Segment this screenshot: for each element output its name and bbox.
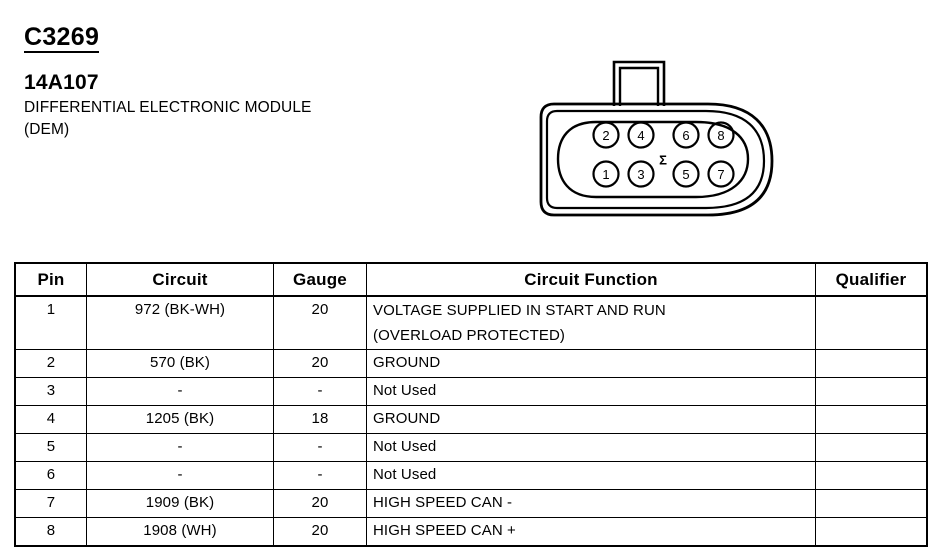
cell-gauge: 20 (273, 349, 367, 378)
cell-circuit: - (86, 433, 274, 462)
cavity-sigma-symbol: Σ (659, 153, 667, 168)
cell-gauge: - (273, 377, 367, 406)
connector-face-diagram: 2 4 6 8 Σ 1 3 5 7 (536, 56, 798, 221)
pin-circle-8: 8 (707, 121, 735, 149)
header-circuit: Circuit (86, 262, 274, 297)
cell-pin: 4 (14, 405, 87, 434)
svg-text:5: 5 (682, 167, 689, 182)
pin-circle-7: 7 (707, 160, 735, 188)
svg-text:6: 6 (682, 128, 689, 143)
cell-function: Not Used (366, 433, 816, 462)
cell-function: GROUND (366, 349, 816, 378)
pin-circle-2: 2 (592, 121, 620, 149)
cell-gauge: 20 (273, 295, 367, 350)
svg-text:3: 3 (637, 167, 644, 182)
cell-function-line-1: Not Used (373, 382, 437, 399)
cell-circuit: 1908 (WH) (86, 517, 274, 547)
cell-function-line-1: GROUND (373, 354, 441, 371)
pin-circle-1: 1 (592, 160, 620, 188)
table-row: 8 1908 (WH) 20 HIGH SPEED CAN + (14, 517, 928, 547)
header-gauge: Gauge (273, 262, 367, 297)
connector-header: C3269 14A107 DIFFERENTIAL ELECTRONIC MOD… (24, 24, 444, 140)
table-row: 4 1205 (BK) 18 GROUND (14, 405, 928, 434)
cell-function-line-1: HIGH SPEED CAN - (373, 494, 513, 511)
cell-gauge: - (273, 461, 367, 490)
cell-function-line-1: Not Used (373, 438, 437, 455)
cell-qualifier (815, 377, 928, 406)
cell-qualifier (815, 489, 928, 518)
cell-function: Not Used (366, 377, 816, 406)
cell-function: GROUND (366, 405, 816, 434)
table-row: 2 570 (BK) 20 GROUND (14, 349, 928, 378)
pin-circle-3: 3 (627, 160, 655, 188)
cell-function: HIGH SPEED CAN - (366, 489, 816, 518)
table-row: 1 972 (BK-WH) 20 VOLTAGE SUPPLIED IN STA… (14, 295, 928, 350)
table-row: 7 1909 (BK) 20 HIGH SPEED CAN - (14, 489, 928, 518)
cell-gauge: 20 (273, 489, 367, 518)
connector-inner-shell (545, 109, 766, 210)
svg-text:4: 4 (637, 128, 644, 143)
svg-text:2: 2 (602, 128, 609, 143)
cell-function-line-1: Not Used (373, 466, 437, 483)
cell-qualifier (815, 349, 928, 378)
cell-pin: 3 (14, 377, 87, 406)
cell-circuit: 972 (BK-WH) (86, 295, 274, 350)
part-description-line-1: DIFFERENTIAL ELECTRONIC MODULE (24, 99, 312, 117)
cell-qualifier (815, 433, 928, 462)
table-row: 5 - - Not Used (14, 433, 928, 462)
connector-cavity (556, 120, 750, 199)
header-qualifier: Qualifier (815, 262, 928, 297)
cell-pin: 2 (14, 349, 87, 378)
svg-text:7: 7 (717, 167, 724, 182)
pinout-table: Pin Circuit Gauge Circuit Function Quali… (14, 262, 928, 547)
part-description-line-2: (DEM) (24, 120, 70, 138)
cell-qualifier (815, 405, 928, 434)
cell-function-line-2: (OVERLOAD PROTECTED) (373, 327, 566, 344)
cell-circuit: - (86, 377, 274, 406)
cell-function-line-1: HIGH SPEED CAN + (373, 522, 516, 539)
table-row: 6 - - Not Used (14, 461, 928, 490)
connector-locking-tab (612, 60, 666, 106)
cell-qualifier (815, 517, 928, 547)
pin-circle-5: 5 (672, 160, 700, 188)
connector-outer-shell (539, 102, 774, 217)
connector-id-heading: C3269 (24, 24, 100, 54)
table-row: 3 - - Not Used (14, 377, 928, 406)
pin-circle-4: 4 (627, 121, 655, 149)
header-pin: Pin (14, 262, 87, 297)
cell-gauge: 18 (273, 405, 367, 434)
pin-circle-6: 6 (672, 121, 700, 149)
table-header-row: Pin Circuit Gauge Circuit Function Quali… (14, 262, 928, 297)
cell-function: HIGH SPEED CAN + (366, 517, 816, 547)
svg-text:8: 8 (717, 128, 724, 143)
part-description: DIFFERENTIAL ELECTRONIC MODULE (DEM) (24, 97, 444, 140)
cell-gauge: - (273, 433, 367, 462)
cell-function-line-1: VOLTAGE SUPPLIED IN START AND RUN (373, 302, 666, 319)
part-number-heading: 14A107 (24, 71, 99, 95)
cell-function: VOLTAGE SUPPLIED IN START AND RUN (OVERL… (366, 295, 816, 350)
cell-circuit: 570 (BK) (86, 349, 274, 378)
cell-pin: 5 (14, 433, 87, 462)
cell-qualifier (815, 461, 928, 490)
cell-qualifier (815, 295, 928, 350)
cell-circuit: 1205 (BK) (86, 405, 274, 434)
cell-pin: 7 (14, 489, 87, 518)
cell-pin: 8 (14, 517, 87, 547)
cell-circuit: 1909 (BK) (86, 489, 274, 518)
header-function: Circuit Function (366, 262, 816, 297)
cell-pin: 6 (14, 461, 87, 490)
cell-function-line-1: GROUND (373, 410, 441, 427)
cell-gauge: 20 (273, 517, 367, 547)
cell-pin: 1 (14, 295, 87, 350)
cell-function: Not Used (366, 461, 816, 490)
cell-circuit: - (86, 461, 274, 490)
svg-text:1: 1 (602, 167, 609, 182)
